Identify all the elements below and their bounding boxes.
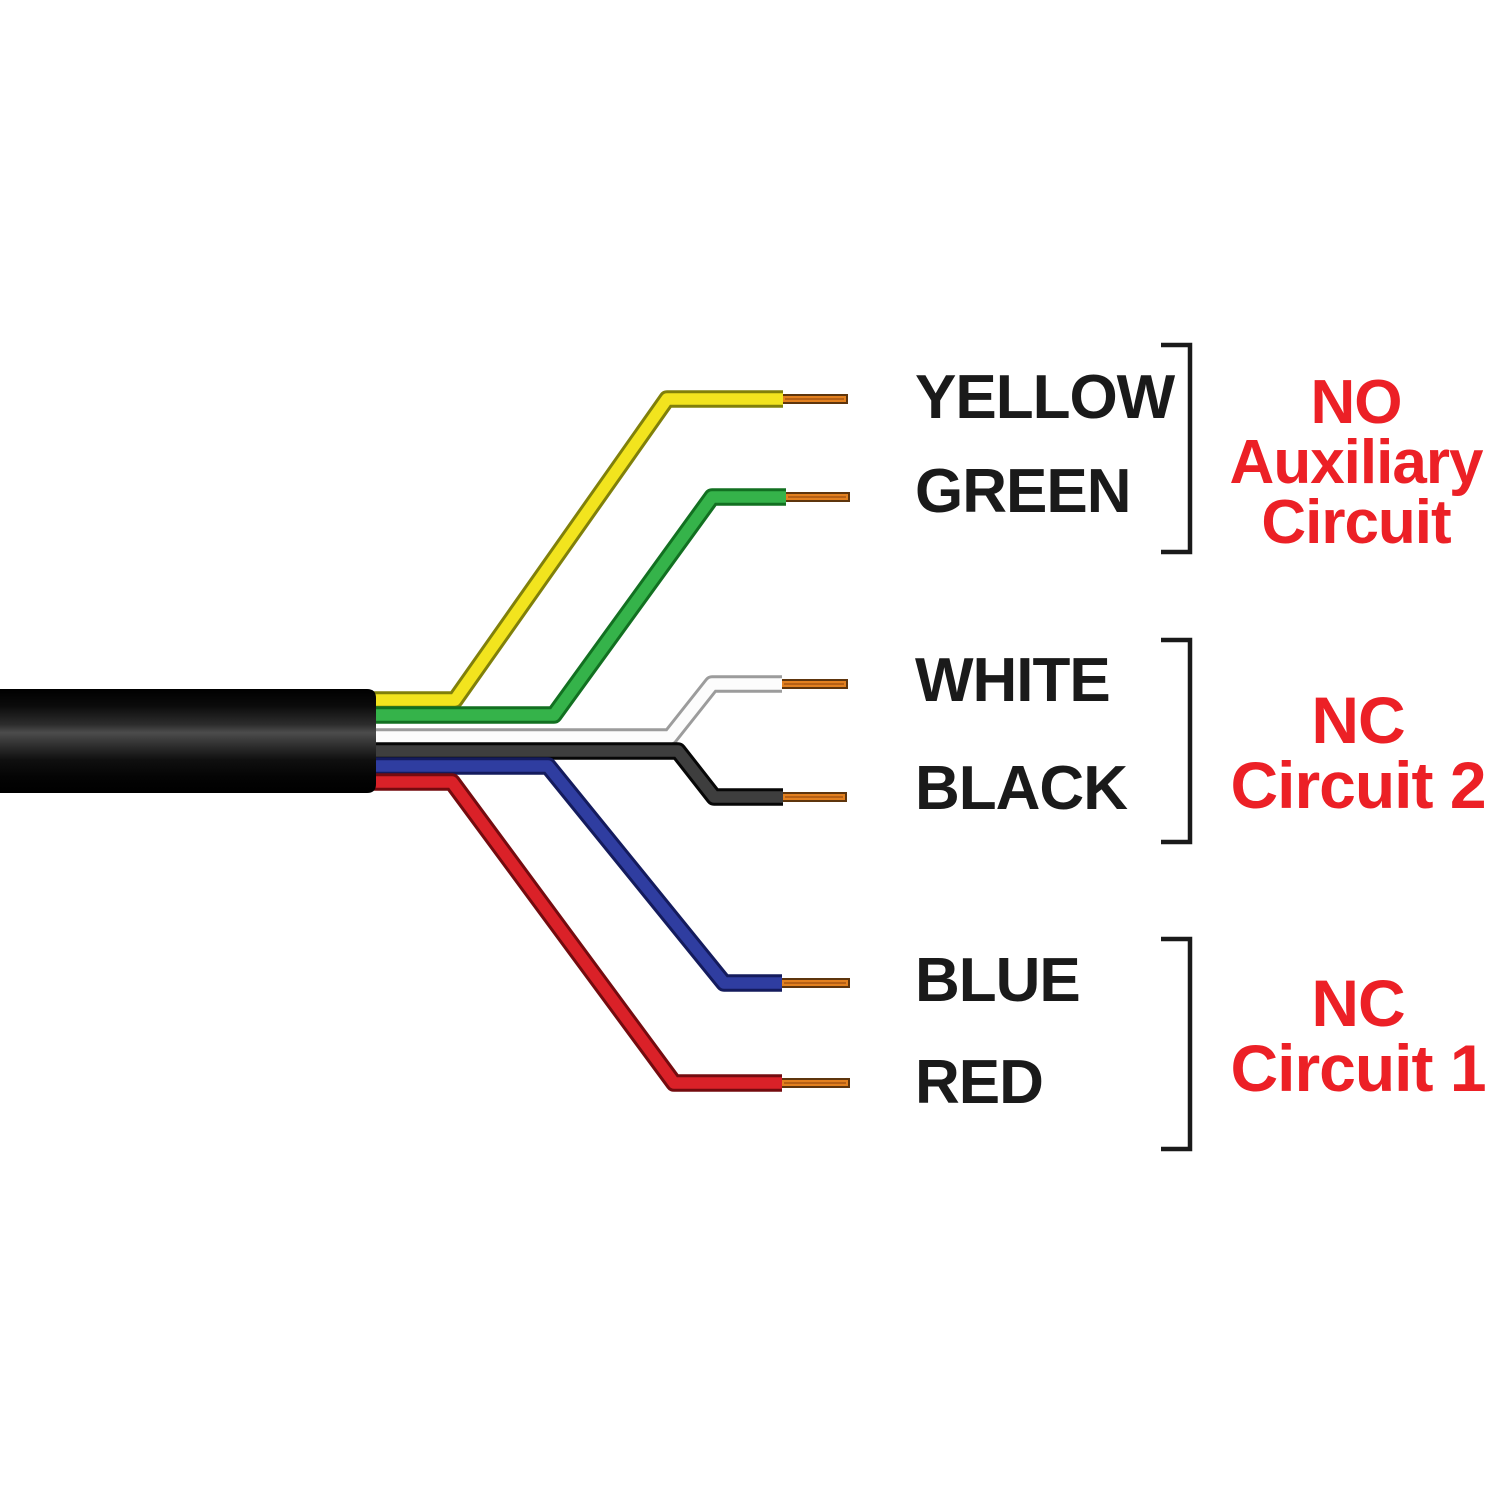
wire-blue xyxy=(368,760,782,989)
wire-label-blue: BLUE xyxy=(915,946,1081,1015)
wire-label-white: WHITE xyxy=(915,646,1111,715)
wire-label-green: GREEN xyxy=(915,457,1131,526)
wire-outline-red xyxy=(368,773,782,1092)
circuit-group-circuit-1-line-1: NC xyxy=(1311,966,1405,1040)
circuit-group-circuit-2-line-2: Circuit 2 xyxy=(1230,748,1486,822)
bracket-auxiliary-circuit xyxy=(1161,342,1193,555)
wire-label-yellow: YELLOW xyxy=(915,363,1175,432)
wire-label-black: BLACK xyxy=(915,754,1128,823)
wire-bundle xyxy=(368,390,850,1092)
cable-jacket xyxy=(0,689,376,793)
wire-green xyxy=(368,491,786,721)
circuit-group-circuit-1-line-2: Circuit 1 xyxy=(1230,1031,1486,1105)
wire-red xyxy=(368,776,782,1089)
circuit-group-auxiliary-circuit-line-1: NO xyxy=(1310,368,1403,437)
wire-black xyxy=(368,745,783,803)
wire-yellow xyxy=(368,393,783,706)
circuit-group-circuit-2-line-1: NC xyxy=(1311,683,1405,757)
wire-label-red: RED xyxy=(915,1048,1044,1117)
bracket-circuit-2 xyxy=(1161,637,1193,845)
circuit-brackets xyxy=(1161,342,1193,1152)
bracket-circuit-1 xyxy=(1161,936,1193,1152)
circuit-group-auxiliary-circuit-line-2: Auxiliary xyxy=(1229,428,1484,497)
circuit-group-auxiliary-circuit-line-3: Circuit xyxy=(1261,488,1451,557)
wire-outline-yellow xyxy=(368,390,783,709)
wire-white xyxy=(368,678,782,743)
